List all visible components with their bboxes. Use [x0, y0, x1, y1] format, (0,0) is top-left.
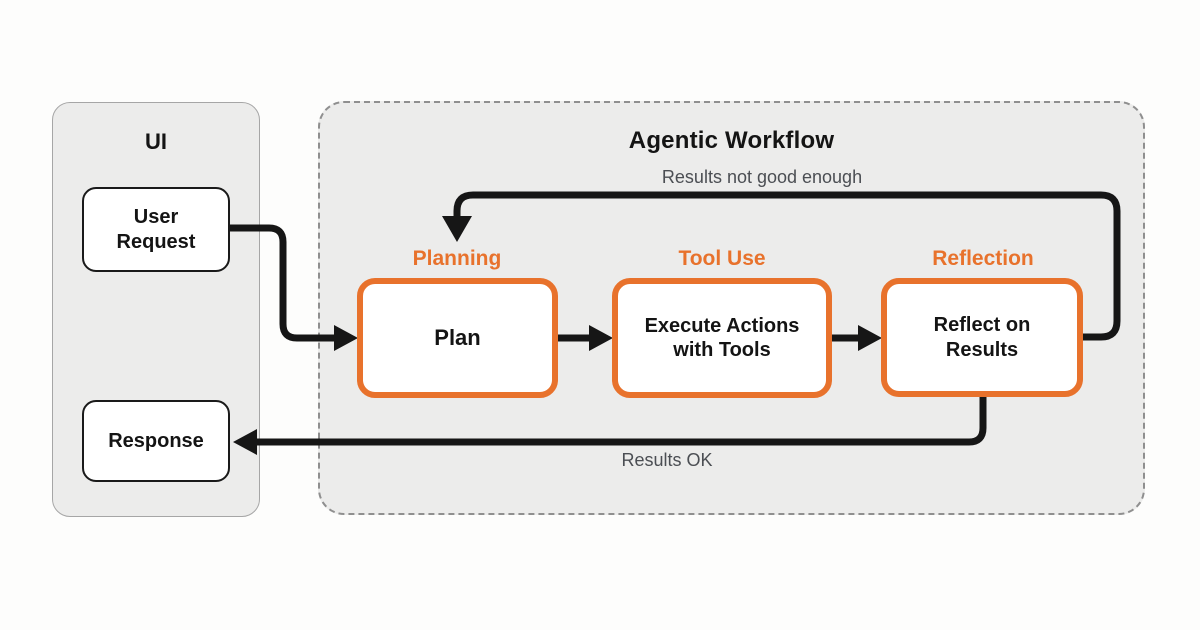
node-response-label: Response: [108, 429, 204, 452]
node-user-request-label: User Request: [116, 206, 196, 253]
workflow-panel-title: Agentic Workflow: [628, 127, 835, 154]
ui-panel-title: UI: [145, 129, 167, 154]
node-response: Response: [82, 400, 230, 482]
edge-label-results-not-good-enough: Results not good enough: [661, 167, 863, 187]
node-plan: Plan: [357, 278, 558, 398]
node-execute-actions: Execute Actions with Tools: [612, 278, 832, 398]
node-reflect-on-results: Reflect on Results: [881, 278, 1083, 397]
node-plan-label: Plan: [434, 324, 481, 350]
edge-label-results-ok: Results OK: [621, 450, 713, 470]
node-execute-actions-label: Execute Actions with Tools: [644, 314, 800, 361]
node-user-request: User Request: [82, 187, 230, 272]
stage-label-planning: Planning: [412, 247, 502, 270]
node-reflect-on-results-label: Reflect on Results: [933, 314, 1031, 361]
stage-label-tool-use: Tool Use: [678, 247, 766, 270]
stage-label-reflection: Reflection: [932, 247, 1034, 270]
